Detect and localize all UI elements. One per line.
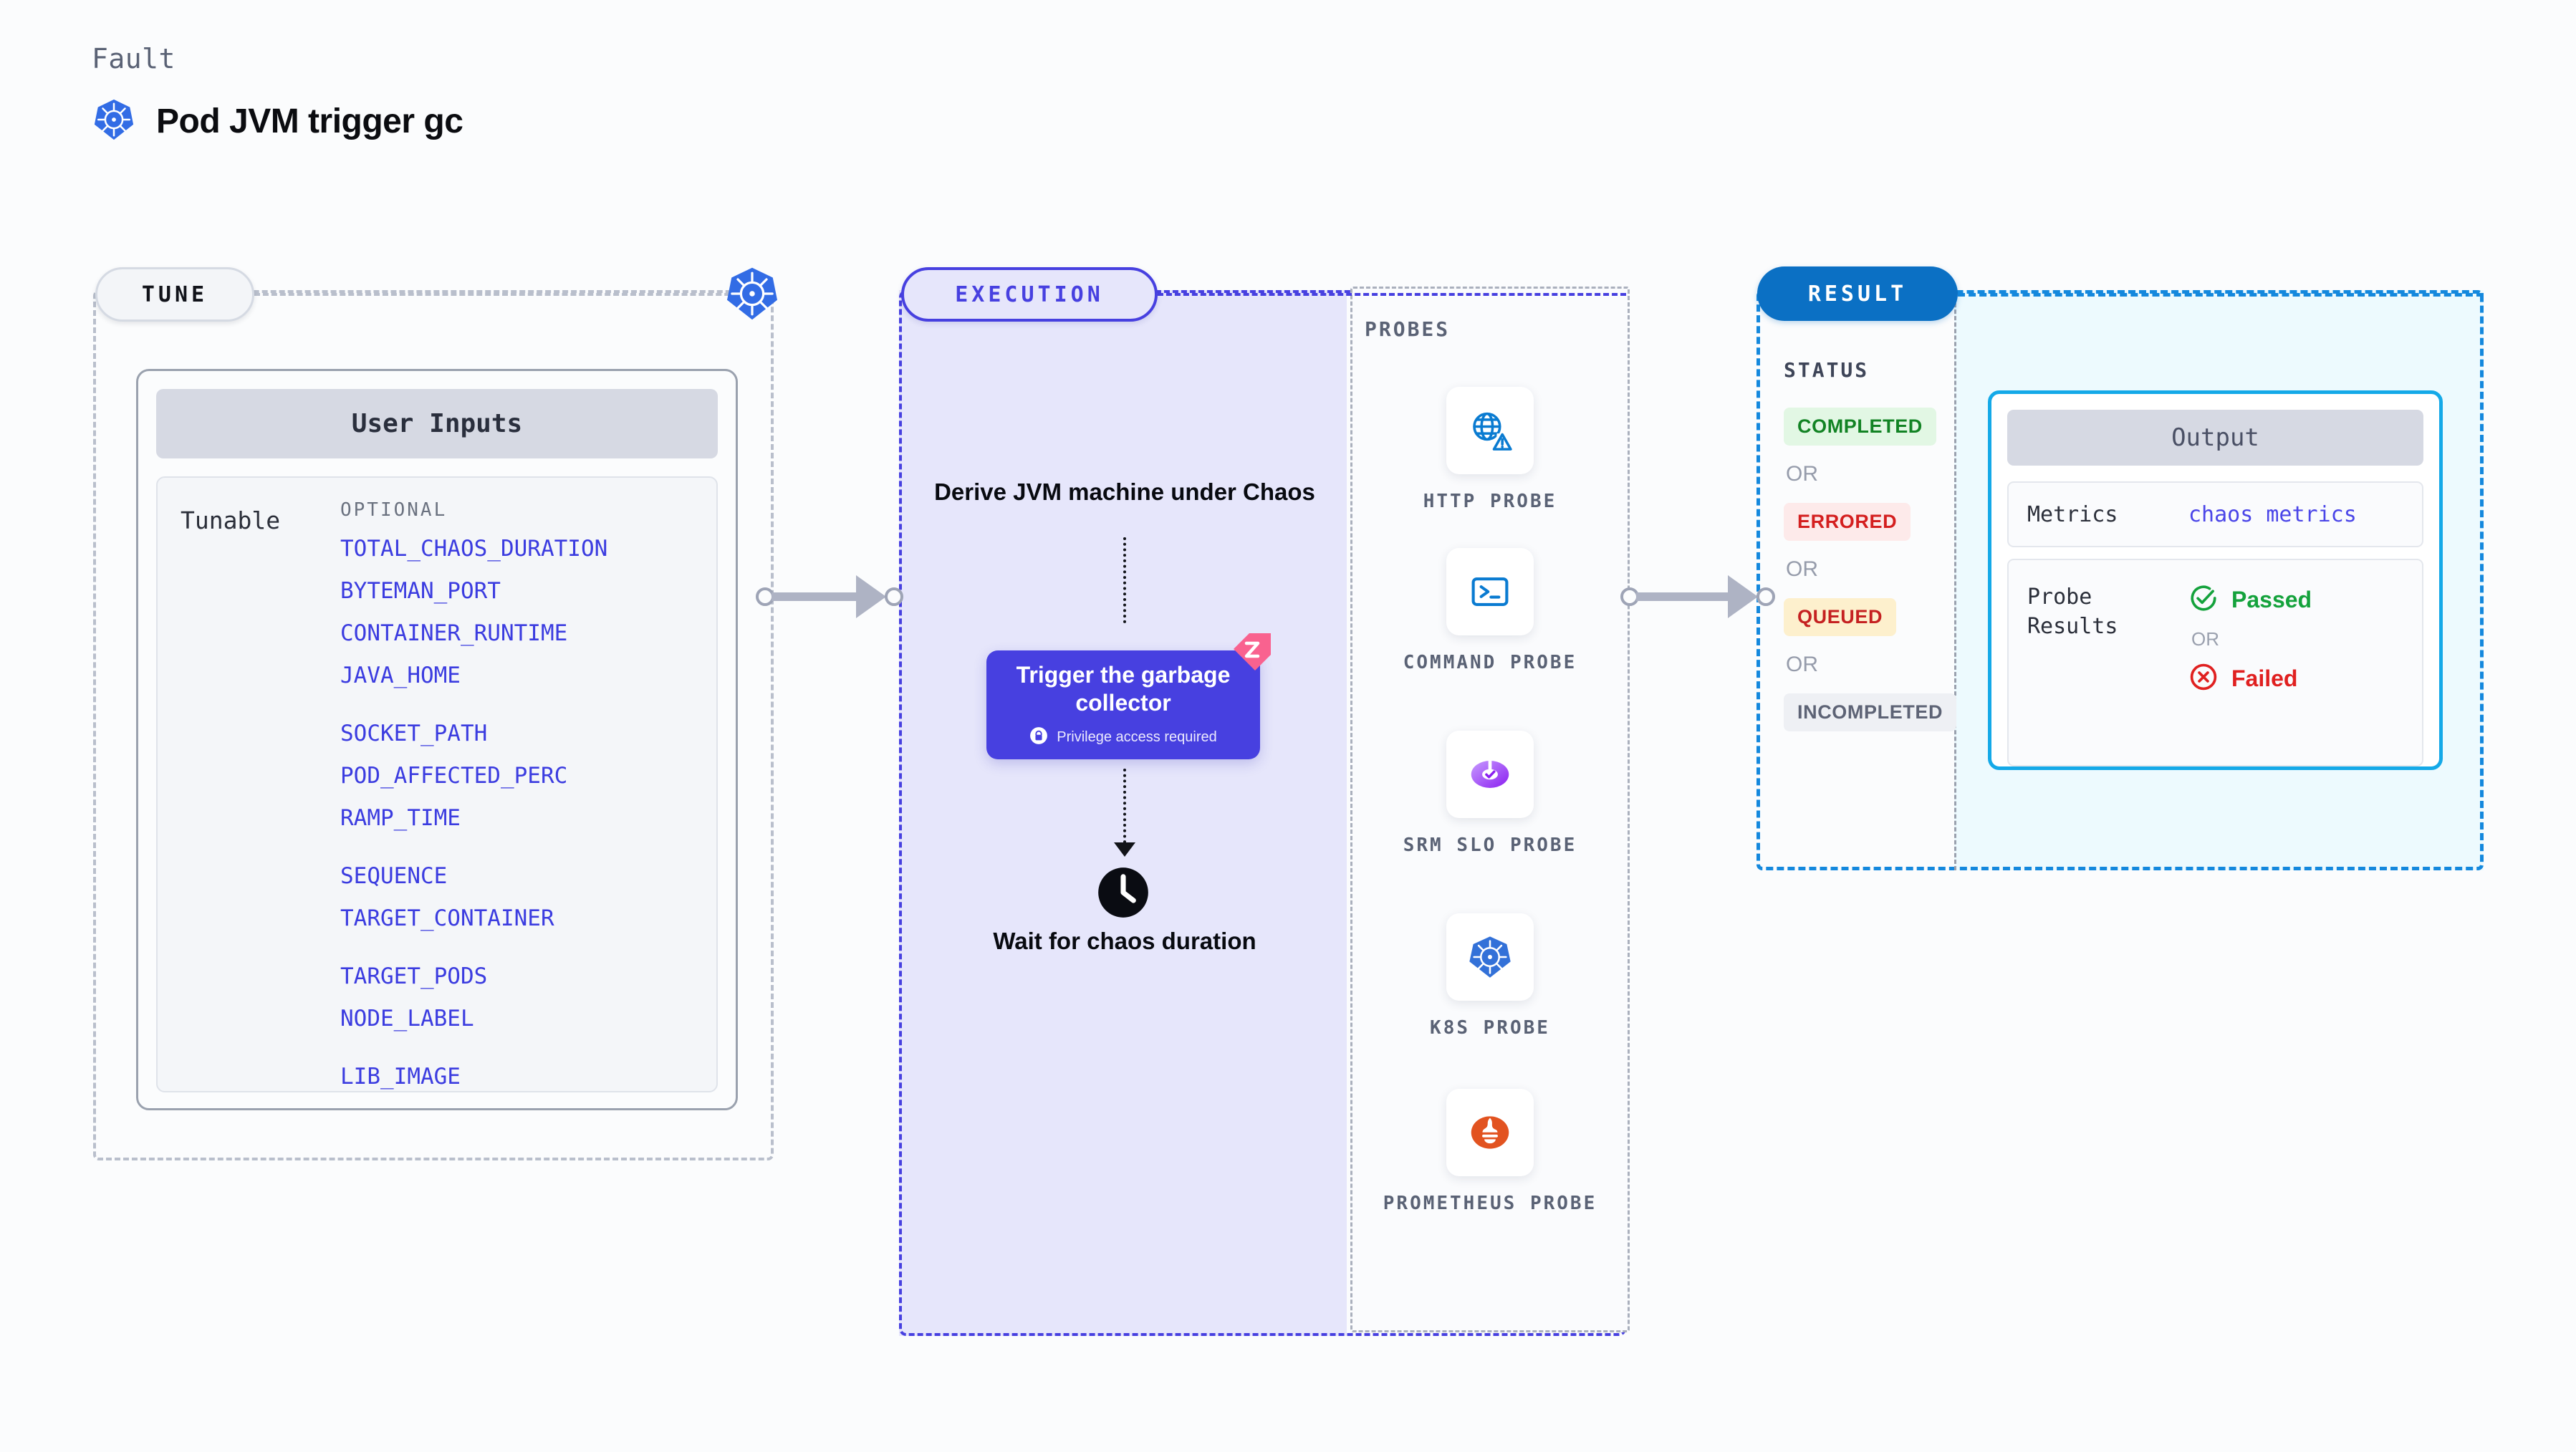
connector-end-dot — [1756, 587, 1775, 606]
privilege-badge: Privilege access required — [1029, 726, 1217, 749]
fault-eyebrow-label: Fault — [92, 43, 176, 74]
page-header: Fault Pod JVM trigger gc — [92, 43, 463, 145]
probe-label: HTTP PROBE — [1423, 491, 1557, 512]
connector-bar — [1636, 592, 1736, 601]
tunable-item[interactable]: CONTAINER_RUNTIME — [340, 620, 568, 646]
tunable-label: Tunable — [181, 506, 281, 534]
probe-item-srm-slo[interactable]: SRM SLO PROBE — [1350, 731, 1630, 858]
metrics-value[interactable]: chaos metrics — [2188, 501, 2357, 527]
litmus-ribbon-icon — [1231, 633, 1271, 670]
privilege-text: Privilege access required — [1057, 729, 1217, 745]
user-inputs-card: User Inputs Tunable OPTIONAL TOTAL_CHAOS… — [136, 369, 738, 1110]
connector-tune-to-execution — [756, 575, 903, 618]
failed-label: Failed — [2231, 665, 2298, 691]
tunable-item[interactable]: TARGET_PODS — [340, 963, 488, 989]
probe-label: PROMETHEUS PROBE — [1383, 1193, 1597, 1214]
output-title: Output — [2007, 410, 2423, 466]
status-column: STATUS COMPLETED OR ERRORED OR QUEUED OR INCOM… — [1784, 358, 1991, 731]
user-inputs-title: User Inputs — [156, 389, 718, 458]
connector-end-dot — [885, 587, 903, 606]
probe-result-or: OR — [2191, 628, 2219, 650]
optional-label: OPTIONAL — [340, 499, 448, 521]
clock-icon — [1096, 865, 1150, 923]
probe-results-label: Probe Results — [2027, 585, 2118, 639]
prometheus-icon — [1446, 1089, 1534, 1176]
probe-results-values: Passed OR Failed — [2188, 583, 2312, 765]
execution-fill-area — [899, 290, 1347, 1336]
tunable-item[interactable]: SEQUENCE — [340, 863, 448, 889]
metrics-label: Metrics — [2027, 501, 2118, 527]
step-wait-label: Wait for chaos duration — [993, 928, 1256, 954]
connector-arrowhead — [1728, 575, 1758, 618]
probe-label: K8S PROBE — [1430, 1017, 1550, 1039]
probe-item-prometheus[interactable]: PROMETHEUS PROBE — [1350, 1089, 1630, 1216]
tunable-list: OPTIONAL TOTAL_CHAOS_DURATION BYTEMAN_POR… — [340, 499, 716, 1091]
tune-pill-label[interactable]: TUNE — [95, 267, 254, 322]
output-card: Output Metrics chaos metrics Probe Resul… — [1988, 390, 2443, 770]
connector-execution-to-result — [1620, 575, 1775, 618]
tune-connector-line — [254, 293, 756, 296]
execution-connector-line — [1158, 293, 1626, 296]
result-panel — [1756, 290, 2484, 870]
probe-item-k8s[interactable]: K8S PROBE — [1350, 913, 1630, 1041]
lock-icon — [1029, 726, 1048, 749]
status-badge: ERRORED — [1784, 503, 1911, 541]
page-title: Pod JVM trigger gc — [156, 102, 463, 140]
status-badge: QUEUED — [1784, 598, 1897, 636]
tunable-item[interactable]: JAVA_HOME — [340, 663, 461, 688]
flow-arrowhead — [1114, 842, 1135, 857]
connector-arrowhead — [856, 575, 886, 618]
status-or-separator: OR — [1786, 462, 1818, 486]
execution-pill-label[interactable]: EXECUTION — [901, 267, 1158, 322]
probe-result-failed: Failed — [2188, 662, 2312, 696]
tune-panel — [93, 290, 774, 1160]
kubernetes-icon — [92, 97, 136, 145]
status-label: STATUS — [1784, 358, 1870, 382]
slo-gauge-icon — [1446, 731, 1534, 818]
status-or-separator: OR — [1786, 653, 1818, 676]
tunable-item[interactable]: POD_AFFECTED_PERC — [340, 763, 568, 789]
result-pill-label[interactable]: RESULT — [1757, 266, 1958, 321]
result-connector-line — [1958, 293, 2484, 297]
check-circle-icon — [2188, 583, 2219, 617]
flow-line-1 — [1123, 537, 1126, 623]
tunable-item[interactable]: RAMP_TIME — [340, 805, 461, 831]
flow-line-2 — [1123, 769, 1126, 849]
probe-label: SRM SLO PROBE — [1403, 835, 1577, 856]
x-circle-icon — [2188, 662, 2219, 696]
tunable-box: Tunable OPTIONAL TOTAL_CHAOS_DURATION BYT… — [156, 476, 718, 1092]
globe-warning-icon — [1446, 387, 1534, 474]
metrics-row: Metrics chaos metrics — [2007, 481, 2423, 547]
passed-label: Passed — [2231, 587, 2312, 612]
kubernetes-icon — [1446, 913, 1534, 1001]
tunable-item[interactable]: NODE_LABEL — [340, 1006, 474, 1032]
kubernetes-icon — [724, 265, 781, 322]
tunable-item[interactable]: TARGET_CONTAINER — [340, 905, 554, 931]
probe-item-command[interactable]: COMMAND PROBE — [1350, 548, 1630, 675]
status-badge: INCOMPLETED — [1784, 693, 1957, 731]
tunable-item[interactable]: LIB_IMAGE — [340, 1064, 461, 1090]
probes-label: PROBES — [1365, 317, 1451, 341]
probe-item-http[interactable]: HTTP PROBE — [1350, 387, 1630, 514]
tunable-item[interactable]: TOTAL_CHAOS_DURATION — [340, 536, 608, 562]
terminal-icon — [1446, 548, 1534, 635]
trigger-gc-card[interactable]: Trigger the garbage collector Privilege … — [986, 650, 1260, 759]
trigger-gc-title: Trigger the garbage collector — [1016, 662, 1231, 716]
connector-bar — [772, 592, 865, 601]
status-or-separator: OR — [1786, 557, 1818, 581]
step-derive-label: Derive JVM machine under Chaos — [934, 479, 1315, 505]
tunable-item[interactable]: SOCKET_PATH — [340, 721, 488, 746]
title-row: Pod JVM trigger gc — [92, 97, 463, 145]
probe-result-passed: Passed — [2188, 583, 2312, 617]
result-inner-divider — [1954, 290, 1956, 870]
probe-label: COMMAND PROBE — [1403, 652, 1577, 673]
probe-results-row: Probe Results Passed OR — [2007, 559, 2423, 766]
status-badge: COMPLETED — [1784, 408, 1936, 446]
tunable-item[interactable]: BYTEMAN_PORT — [340, 578, 501, 604]
